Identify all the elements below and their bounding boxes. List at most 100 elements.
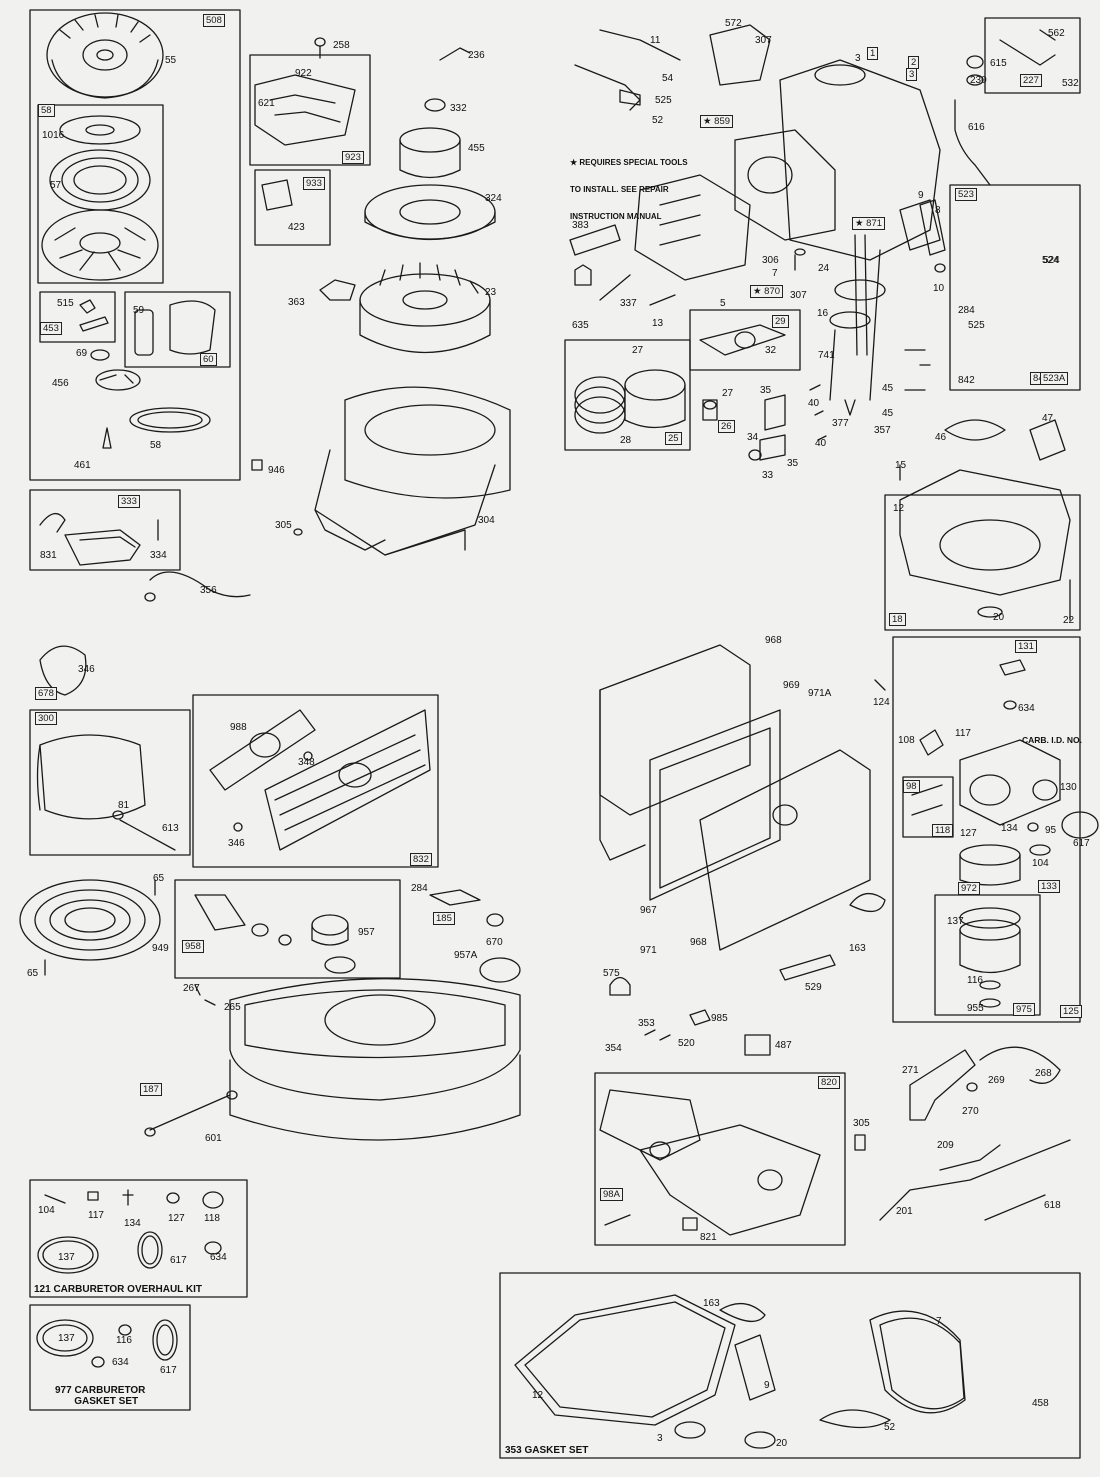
callout-box-label: 508 — [203, 14, 225, 27]
part-number-label: 54 — [662, 73, 674, 84]
part-number-label: 353 — [638, 1018, 655, 1029]
part-number-label: 957 — [358, 927, 375, 938]
part-number-label: 209 — [937, 1140, 954, 1151]
part-number-label: 635 — [572, 320, 589, 331]
part-number-label: 7 — [936, 1316, 942, 1327]
part-number-label: 163 — [703, 1298, 720, 1309]
part-number-label: 456 — [52, 378, 69, 389]
part-number-label: 230 — [970, 75, 987, 86]
part-number-label: 363 — [288, 297, 305, 308]
part-number-label: 525 — [968, 320, 985, 331]
part-number-label: 634 — [210, 1252, 227, 1263]
part-number-label: 65 — [153, 873, 165, 884]
part-number-label: 634 — [112, 1357, 129, 1368]
part-number-label: 9 — [918, 190, 924, 201]
part-number-label: 821 — [700, 1232, 717, 1243]
callout-box-label: 131 — [1015, 640, 1037, 653]
carb-gasket-set-caption-line: GASKET SET — [74, 1396, 139, 1407]
callout-box-label: 18 — [889, 613, 906, 626]
part-number-label: 617 — [170, 1255, 187, 1266]
part-number-label: 24 — [818, 263, 830, 274]
part-number-label: 524 — [1042, 255, 1059, 266]
part-number-label: 7 — [772, 268, 778, 279]
part-number-label: 971A — [808, 688, 832, 699]
callout-box-label: 523 — [955, 188, 977, 201]
part-number-label: 236 — [468, 50, 485, 61]
callout-box-label: 972 — [958, 882, 980, 895]
part-number-label: 117 — [88, 1210, 104, 1221]
part-number-label: 613 — [162, 823, 179, 834]
muffler-guard-frame — [192, 694, 439, 868]
air-cleaner-drawings — [599, 644, 886, 1056]
part-number-label: 124 — [873, 697, 890, 708]
callout-box-label: 3 — [906, 68, 918, 81]
carb-id-label: CARB. I.D. NO. — [1022, 735, 1082, 745]
callout-box-label: 185 — [433, 912, 455, 925]
part-number-label: 47 — [1042, 413, 1054, 424]
part-number-label: 305 — [275, 520, 292, 531]
piston-valve-drawings — [574, 324, 1066, 461]
carb-gasket-set-caption-line: 977 CARBURETOR — [55, 1385, 146, 1396]
part-number-label: 383 — [572, 220, 589, 231]
part-number-label: 45 — [882, 408, 894, 419]
part-number-label: 307 — [790, 290, 807, 301]
rewind-starter-frame — [29, 9, 241, 481]
part-number-label: 9 — [764, 1380, 770, 1391]
part-number-label: 34 — [747, 432, 759, 443]
part-number-label: 268 — [1035, 1068, 1052, 1079]
part-number-label: 16 — [817, 308, 829, 319]
part-number-label: 95 — [1045, 825, 1057, 836]
callout-box-label: 60 — [200, 353, 217, 366]
part-number-label: 52 — [884, 1422, 896, 1433]
part-number-label: 946 — [268, 465, 285, 476]
part-number-label: 52 — [652, 115, 664, 126]
part-number-label: 922 — [295, 68, 312, 79]
connecting-rod-frame — [689, 309, 801, 371]
part-number-label: 532 — [1062, 78, 1079, 89]
part-number-label: 33 — [762, 470, 774, 481]
part-number-label: 842 — [958, 375, 975, 386]
part-number-label: 59 — [133, 305, 145, 316]
part-number-label: 11 — [650, 35, 661, 46]
part-number-label: 741 — [818, 350, 835, 361]
part-number-label: 137 — [947, 916, 964, 927]
part-number-label: 45 — [882, 383, 894, 394]
part-number-label: 346 — [78, 664, 95, 675]
callout-box-label: ★ 870 — [750, 285, 784, 298]
carb-gasket-set-frame — [29, 1304, 191, 1411]
part-number-label: 1016 — [42, 130, 65, 141]
brake-frame — [249, 54, 371, 166]
part-number-label: 968 — [690, 937, 707, 948]
part-number-label: 529 — [805, 982, 822, 993]
part-number-label: 334 — [150, 550, 167, 561]
part-number-label: 137 — [58, 1333, 75, 1344]
part-number-label: 116 — [116, 1335, 132, 1346]
callout-box-label: 58 — [38, 104, 55, 117]
part-number-label: 305 — [853, 1118, 870, 1129]
part-number-label: 955 — [967, 1003, 984, 1014]
muffler-frame — [29, 709, 191, 856]
dipstick-frame — [949, 184, 1081, 391]
part-number-label: 3 — [855, 53, 861, 64]
piston-frame — [564, 339, 691, 451]
part-number-label: 831 — [40, 550, 57, 561]
part-number-label: 117 — [955, 728, 971, 739]
callout-box-label: 227 — [1020, 74, 1042, 87]
callout-box-label: 125 — [1060, 1005, 1082, 1018]
part-number-label: 284 — [958, 305, 975, 316]
part-number-label: 356 — [200, 585, 217, 596]
part-number-label: 515 — [57, 298, 74, 309]
part-number-label: 130 — [1060, 782, 1077, 793]
callout-box-label: ★ 871 — [852, 217, 886, 230]
part-number-label: 618 — [1044, 1200, 1061, 1211]
carb-overhaul-kit-caption: 121 CARBURETOR OVERHAUL KIT — [34, 1284, 202, 1295]
part-number-label: 22 — [1063, 615, 1075, 626]
part-number-label: 269 — [988, 1075, 1005, 1086]
callout-box-label: 118 — [932, 824, 954, 837]
part-number-label: 137 — [58, 1252, 75, 1263]
part-number-label: 967 — [640, 905, 657, 916]
part-number-label: 572 — [725, 18, 742, 29]
part-number-label: 377 — [832, 418, 849, 429]
callout-box-label: 98A — [600, 1188, 623, 1201]
